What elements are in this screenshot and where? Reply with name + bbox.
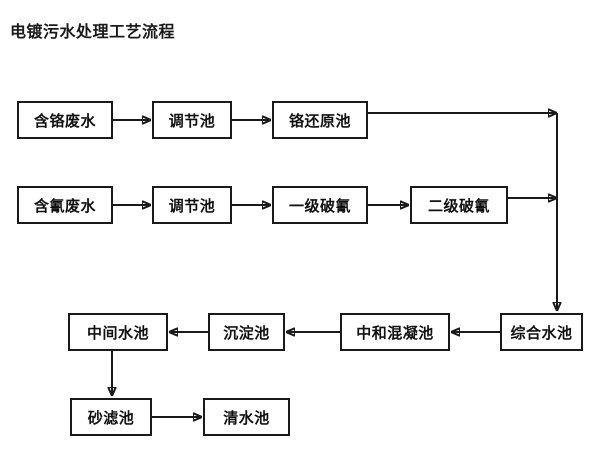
node-er-ji-po-qing[interactable]: 二级破氰 <box>410 186 508 224</box>
node-han-ge-fei-shui[interactable]: 含铬废水 <box>17 101 113 139</box>
node-yi-ji-po-qing[interactable]: 一级破氰 <box>272 186 368 224</box>
node-tiao-jie-chi-1[interactable]: 调节池 <box>152 101 232 139</box>
node-qing-shui-chi[interactable]: 清水池 <box>203 398 290 436</box>
node-tiao-jie-chi-2[interactable]: 调节池 <box>152 186 232 224</box>
node-zhong-jian-shui-chi[interactable]: 中间水池 <box>68 313 168 351</box>
node-chen-dian-chi[interactable]: 沉淀池 <box>208 313 285 351</box>
page-title: 电镀污水处理工艺流程 <box>10 22 176 41</box>
node-ge-huan-yuan-chi[interactable]: 铬还原池 <box>272 101 368 139</box>
node-han-qing-fei-shui[interactable]: 含氰废水 <box>17 186 113 224</box>
node-sha-lv-chi[interactable]: 砂滤池 <box>70 398 152 436</box>
node-zong-he-shui-chi[interactable]: 综合水池 <box>500 313 583 351</box>
node-zhong-he-hun-ning-chi[interactable]: 中和混凝池 <box>340 313 450 351</box>
